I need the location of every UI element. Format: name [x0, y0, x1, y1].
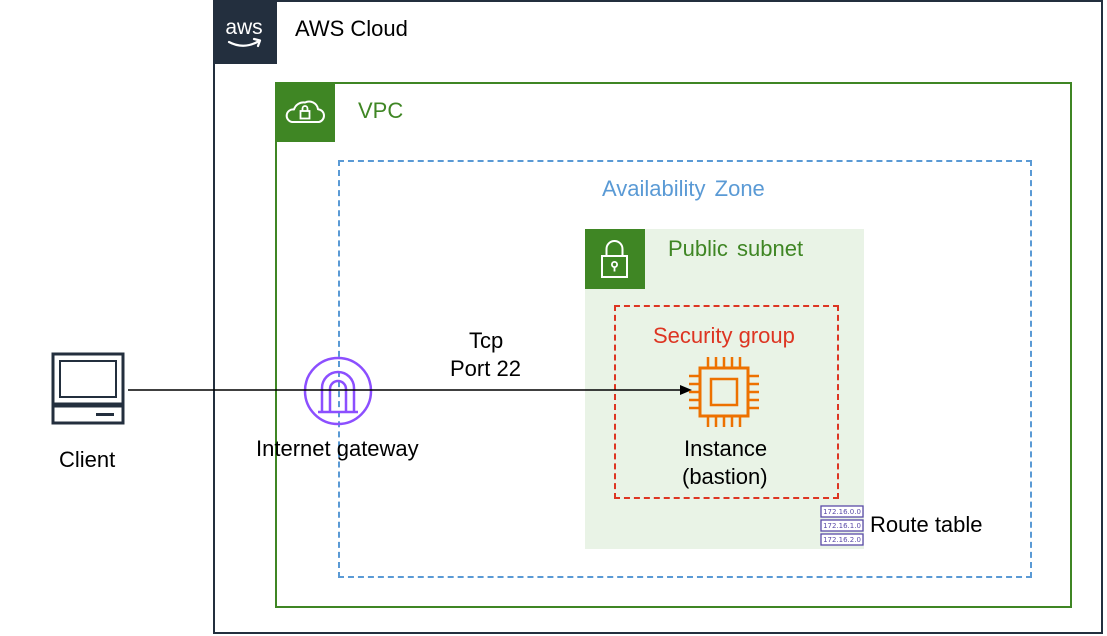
route-table-entry: 172.16.0.0 [823, 508, 861, 516]
ec2-instance-icon [689, 357, 759, 427]
client-label: Client [59, 447, 116, 472]
svg-text:aws: aws [225, 16, 262, 39]
instance-label: Instance [684, 436, 768, 461]
security-group-title: Security group [653, 323, 795, 348]
public-subnet-title: Public subnet [668, 236, 804, 261]
availability-zone-title: Availability Zone [602, 176, 765, 201]
connection-port-label: Port 22 [450, 356, 521, 381]
internet-gateway-icon [303, 356, 373, 426]
laptop-icon [51, 352, 125, 425]
availability-zone-group [338, 160, 1032, 578]
security-group [614, 305, 839, 499]
vpc-group [275, 82, 1072, 608]
route-table-entry: 172.16.2.0 [823, 536, 861, 544]
padlock-icon [601, 240, 628, 278]
public-subnet-badge [585, 229, 645, 289]
route-table-icon: 172.16.0.0 172.16.1.0 172.16.2.0 [820, 505, 864, 546]
vpc-cloud-lock-icon [285, 100, 325, 123]
aws-cloud-group [213, 0, 1103, 634]
internet-gateway-label: Internet gateway [256, 436, 419, 461]
instance-sublabel: (bastion) [682, 464, 768, 489]
vpc-badge [275, 82, 335, 142]
aws-cloud-badge: aws [213, 0, 277, 64]
aws-cloud-title: AWS Cloud [295, 16, 408, 41]
aws-logo-icon: aws [225, 16, 263, 48]
route-table-entry: 172.16.1.0 [823, 522, 861, 530]
connection-protocol-label: Tcp [469, 328, 504, 353]
route-table-label: Route table [870, 512, 983, 537]
vpc-title: VPC [358, 98, 404, 123]
